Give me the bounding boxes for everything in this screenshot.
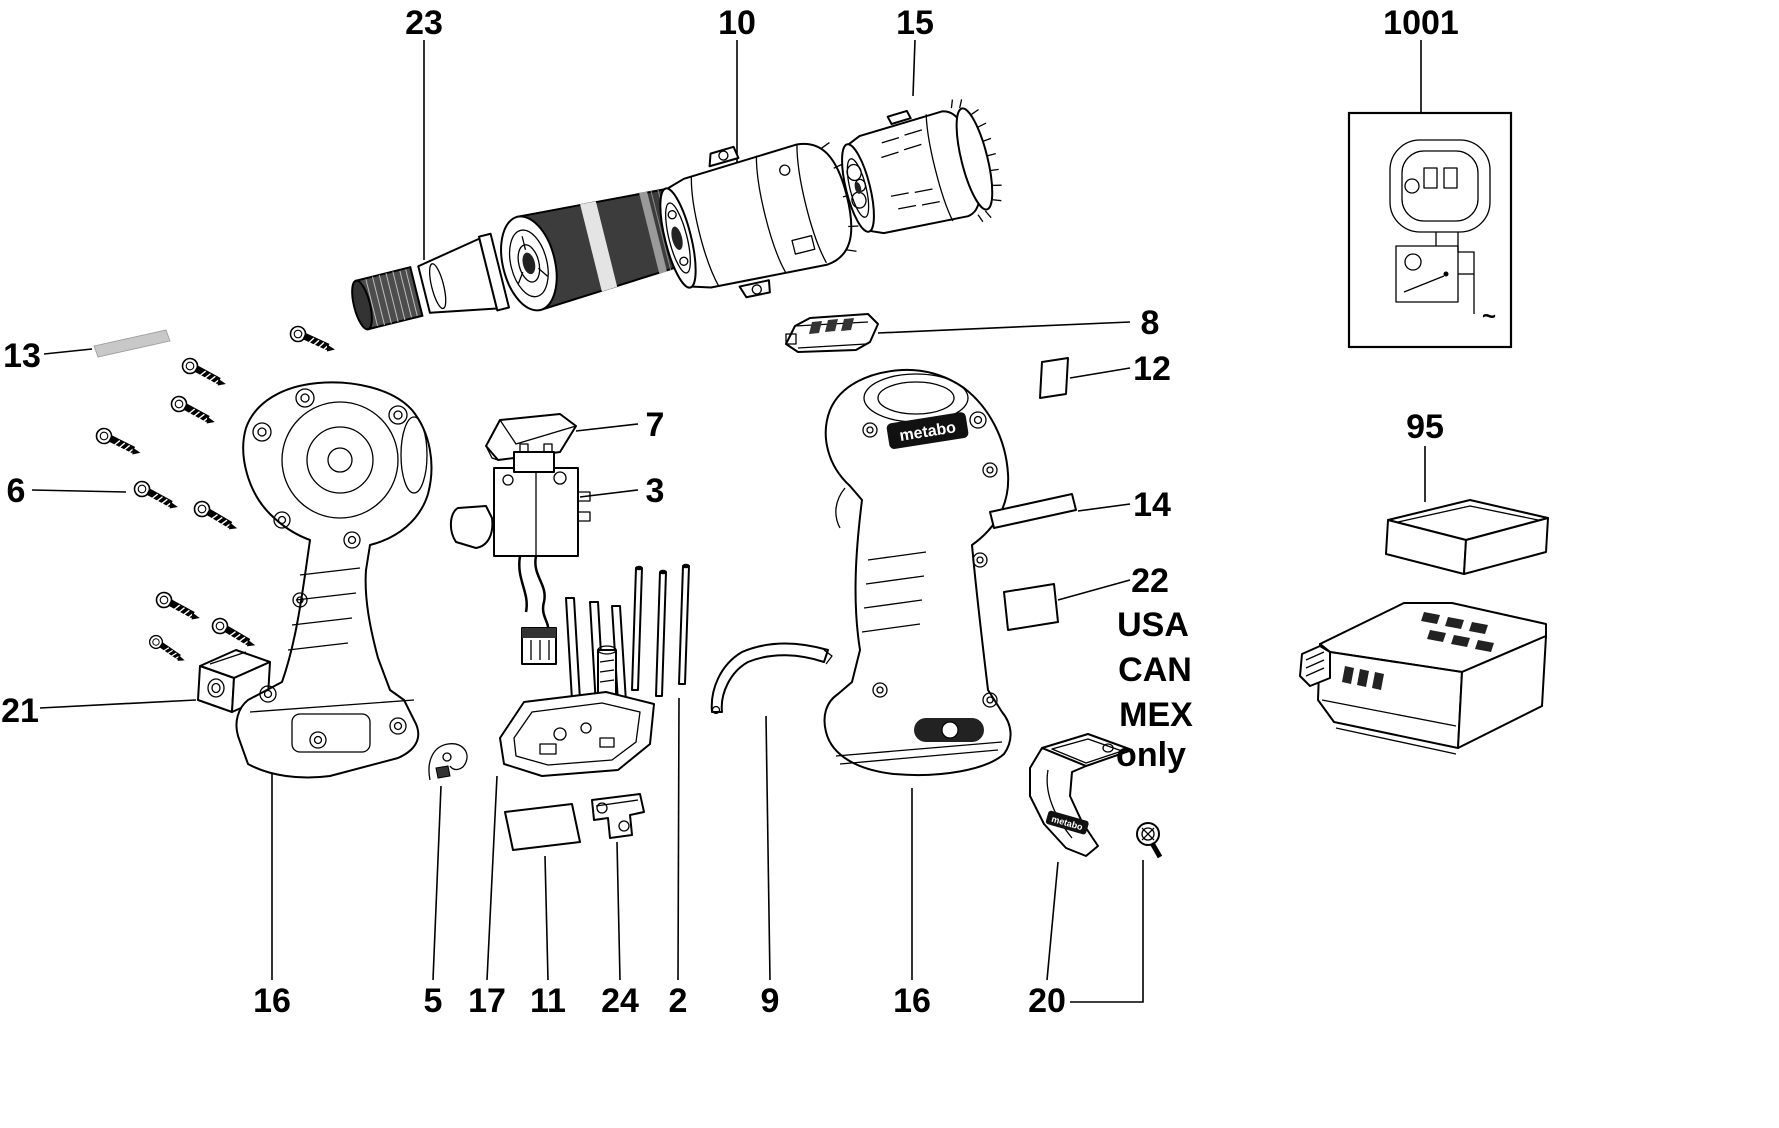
tilde-symbol: ~ (1482, 303, 1496, 330)
part-16-right-housing: metabo (823, 368, 1012, 777)
part-22-label (1003, 583, 1059, 631)
screw-icon (147, 635, 188, 662)
callout-15: 15 (896, 4, 934, 42)
part-7-cover (485, 413, 577, 461)
part-8-slider (785, 313, 879, 353)
callout-22: 22 (1131, 562, 1169, 600)
part-14-label (989, 493, 1077, 529)
leader-lines (31, 39, 1426, 1003)
callout-5: 5 (424, 982, 443, 1020)
callout-7: 7 (646, 406, 665, 444)
screw-icon (133, 481, 179, 509)
part-2-rods (631, 563, 690, 697)
callout-13: 13 (3, 337, 41, 375)
callout-23: 23 (405, 4, 443, 42)
callout-3: 3 (646, 472, 665, 510)
callout-95: 95 (1406, 408, 1444, 446)
part-13-label-strip (93, 329, 171, 358)
part-10-gearbox (659, 142, 859, 299)
callout-16-right: 16 (893, 982, 931, 1020)
inset-1001-schematic: ~ (1347, 111, 1513, 349)
callout-24: 24 (601, 982, 639, 1020)
hook-screw (1136, 822, 1163, 859)
callout-6: 6 (7, 472, 26, 510)
region-note: USA CAN MEX only (1116, 606, 1193, 774)
callout-21: 21 (1, 692, 39, 730)
region-note-line-4: only (1116, 736, 1186, 774)
callout-17: 17 (468, 982, 506, 1020)
part-20-belt-hook: metabo (1029, 733, 1163, 859)
screw-icon (291, 327, 336, 352)
callout-8: 8 (1141, 304, 1160, 342)
callout-9: 9 (761, 982, 780, 1020)
part-11-label (504, 803, 581, 851)
part-12-label (1039, 357, 1069, 399)
screw-icon (181, 358, 227, 386)
brand-badge: metabo (886, 412, 969, 449)
callout-14: 14 (1133, 486, 1171, 524)
screw-icon (155, 592, 201, 620)
battery-pack (1299, 602, 1547, 755)
part-16-left-housing (235, 381, 433, 779)
part-24-bracket (591, 793, 645, 839)
part-5-clip (428, 743, 468, 781)
screw-icon (193, 501, 240, 531)
screw-icon (211, 618, 258, 648)
part-3-switch (450, 443, 591, 665)
region-note-line-1: USA (1117, 606, 1189, 644)
callouts: 23 10 15 1001 13 6 21 8 12 7 3 14 22 95 … (1, 4, 1459, 1020)
screw-icon (170, 396, 216, 424)
part-9-lever (710, 642, 833, 715)
callout-10: 10 (718, 4, 756, 42)
screw-icon (96, 428, 141, 455)
callout-12: 12 (1133, 350, 1171, 388)
region-note-line-3: MEX (1119, 696, 1193, 734)
callout-16-left: 16 (253, 982, 291, 1020)
callout-20: 20 (1028, 982, 1066, 1020)
callout-11: 11 (530, 982, 566, 1020)
part-95-battery-cover (1385, 499, 1549, 575)
part-17-base-plate (499, 597, 655, 777)
part-23-chuck-assembly (351, 184, 706, 331)
region-note-line-2: CAN (1118, 651, 1192, 689)
callout-1001: 1001 (1383, 4, 1459, 42)
callout-2: 2 (669, 982, 688, 1020)
part-15-motor (841, 99, 1002, 235)
part-21-bit-holder (197, 649, 271, 713)
